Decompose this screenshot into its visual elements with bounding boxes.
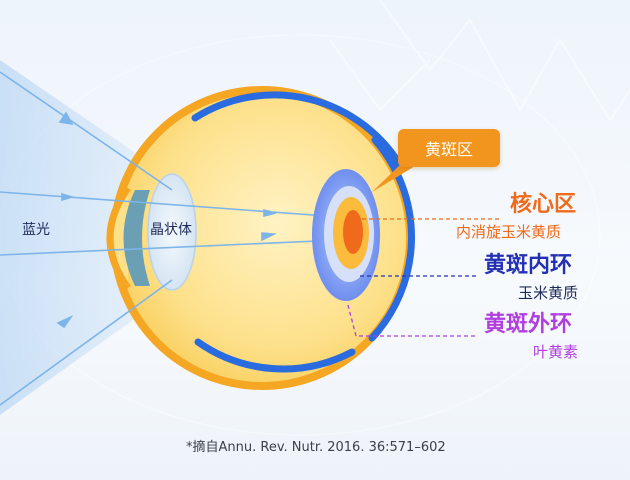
outer-ring-pigment: 叶黄素	[533, 343, 579, 361]
retina-band	[191, 91, 406, 172]
macula	[312, 169, 380, 301]
outer-ring-title: 黄斑外环	[484, 312, 573, 337]
outer-ring-leader	[347, 304, 478, 337]
retina-band-bottom	[194, 338, 356, 373]
citation: *摘自Annu. Rev. Nutr. 2016. 36:571–602	[186, 440, 446, 455]
core-zone-title: 核心区	[510, 192, 577, 217]
inner-ring-pigment: 玉米黄质	[518, 284, 579, 302]
light-beam	[0, 60, 175, 415]
macula-callout: 黄斑区	[398, 129, 500, 167]
background-decoration	[0, 0, 630, 435]
cornea	[106, 185, 131, 291]
blue-light-label: 蓝光	[22, 222, 50, 238]
iris	[123, 190, 150, 286]
lens-label: 晶状体	[150, 222, 192, 238]
inner-ring-title: 黄斑内环	[484, 253, 573, 278]
retina-band-right	[368, 136, 415, 342]
callout-pointer	[372, 160, 425, 192]
core-zone-pigment: 内消旋玉米黄质	[456, 223, 562, 241]
macula-core	[343, 210, 363, 254]
light-rays	[0, 71, 341, 406]
